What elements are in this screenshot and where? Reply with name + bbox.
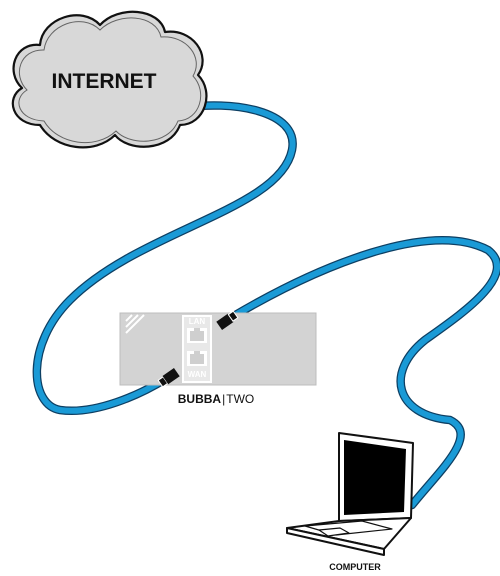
cloud-icon bbox=[11, 10, 208, 149]
cloud-label: INTERNET bbox=[52, 70, 157, 93]
laptop-icon bbox=[286, 432, 414, 556]
ethernet-port-icon bbox=[187, 351, 207, 366]
cable-internet-to-wan bbox=[32, 101, 297, 416]
computer: COMPUTER bbox=[286, 432, 414, 572]
ethernet-port-icon bbox=[187, 328, 207, 343]
router-name-separator: | bbox=[222, 392, 225, 406]
ethernet-plug-icon bbox=[216, 310, 239, 330]
wan-port-label: WAN bbox=[188, 370, 207, 379]
router-name: BUBBA|TWO bbox=[178, 392, 254, 406]
ethernet-plug-icon bbox=[157, 368, 180, 388]
cable-lan-to-computer bbox=[227, 236, 500, 510]
internet-cloud: INTERNET bbox=[11, 10, 208, 149]
lan-port-label: LAN bbox=[189, 317, 206, 326]
router-model: TWO bbox=[226, 392, 254, 406]
router: LAN WAN BUBBA|TWO bbox=[119, 310, 317, 406]
vent-slots bbox=[125, 314, 145, 334]
router-brand: BUBBA bbox=[178, 392, 222, 406]
router-icon bbox=[119, 312, 317, 386]
computer-label: COMPUTER bbox=[329, 562, 381, 572]
